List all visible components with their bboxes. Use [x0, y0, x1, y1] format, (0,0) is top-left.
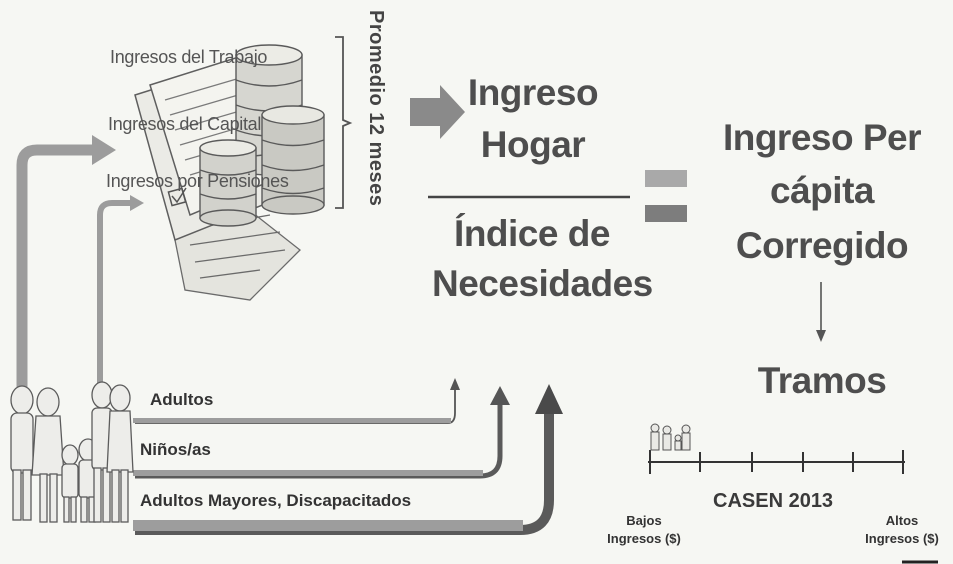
- arrow-head-income-pensions: [130, 195, 144, 211]
- arrow-head-children: [490, 386, 510, 405]
- result-line3: Corregido: [735, 225, 909, 266]
- low-income-label: Bajos Ingresos ($): [604, 512, 684, 548]
- arrow-to-fraction: [410, 85, 465, 139]
- equals-sign-top: [645, 170, 687, 187]
- numerator-line2: Hogar: [480, 124, 586, 165]
- low-income-line2: Ingresos ($): [607, 531, 681, 546]
- arrow-head-adults: [450, 378, 460, 390]
- family-to-income-arrows: [16, 144, 132, 390]
- high-income-label: Altos Ingresos ($): [862, 512, 942, 548]
- elderly-disabled-label: Adultos Mayores, Discapacitados: [140, 491, 412, 510]
- result-line2: cápita: [770, 170, 874, 211]
- arrow-head-income-capital: [92, 135, 116, 165]
- equals-sign-bottom: [645, 205, 687, 222]
- small-family-icon: [650, 423, 691, 451]
- numerator-line1: Ingreso: [467, 72, 599, 113]
- arrow-head-elderly: [535, 384, 563, 414]
- brackets-title: Tramos: [757, 360, 887, 401]
- survey-label: CASEN 2013: [713, 490, 834, 512]
- coin-stacks-illustration: [199, 44, 325, 227]
- income-work-label: Ingresos del Trabajo: [110, 47, 268, 67]
- income-capital-label: Ingresos del Capital: [108, 114, 262, 134]
- high-income-line1: Altos: [885, 513, 919, 528]
- result-line1: Ingreso Per: [722, 117, 922, 158]
- arrow-to-brackets-head: [816, 330, 826, 342]
- member-bar-backgrounds: [133, 418, 523, 531]
- low-income-line1: Bajos: [626, 513, 662, 528]
- adults-label: Adultos: [150, 390, 214, 409]
- income-bracket: [335, 36, 353, 209]
- denominator-line1: Índice de: [454, 213, 610, 254]
- denominator-line2: Necesidades: [432, 263, 653, 304]
- income-pensions-label: Ingresos por Pensiones: [106, 171, 289, 191]
- period-label: Promedio 12 meses: [365, 10, 387, 207]
- high-income-line2: Ingresos ($): [865, 531, 939, 546]
- family-illustration: [10, 381, 134, 523]
- children-label: Niños/as: [140, 440, 211, 459]
- income-scale-axis: [648, 450, 905, 474]
